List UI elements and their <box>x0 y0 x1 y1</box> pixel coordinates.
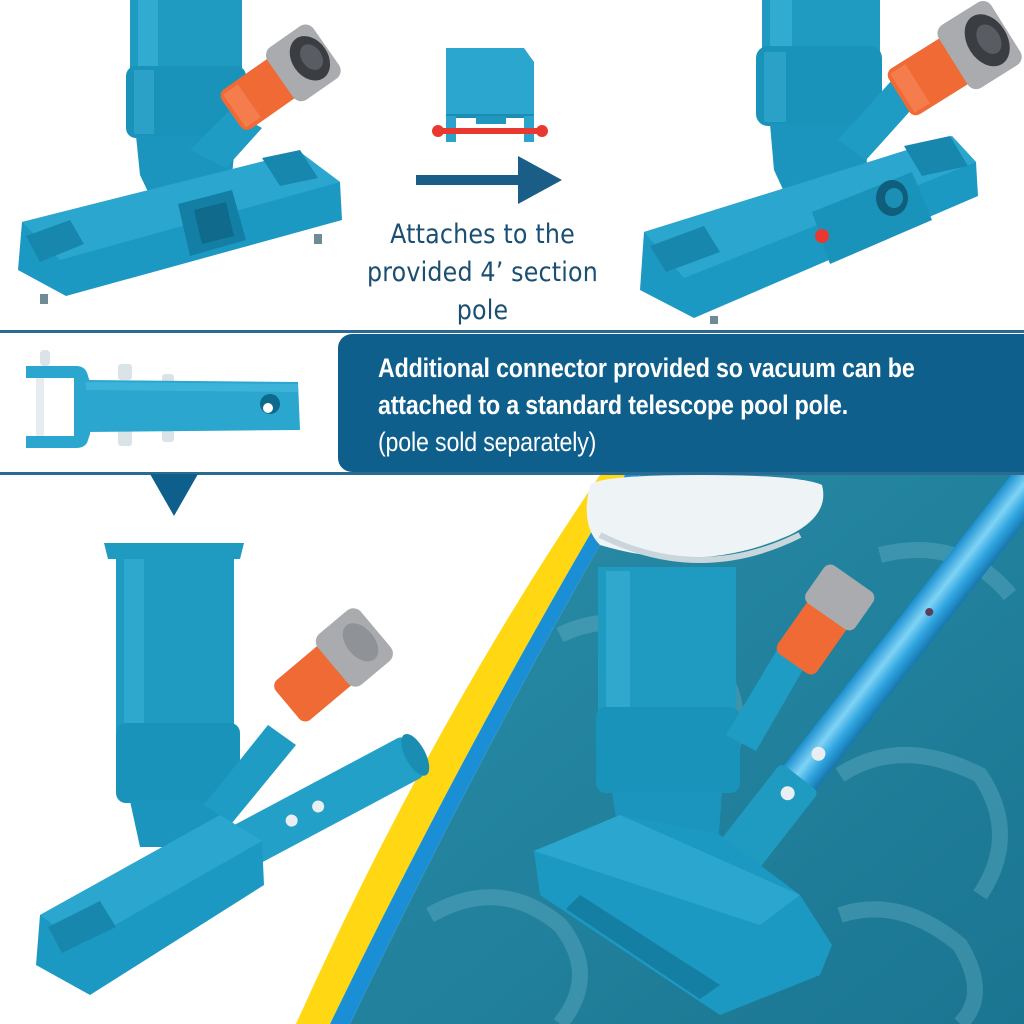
pole-clip-adapter-image <box>432 48 548 142</box>
banner-line-1: Additional connector provided so vacuum … <box>378 353 915 383</box>
caption-line-1: Attaches to the <box>390 219 575 250</box>
caption-line-2: provided 4’ section pole <box>366 257 598 326</box>
down-triangle-icon <box>150 474 198 516</box>
top-section: Attaches to the provided 4’ section pole <box>0 0 1024 332</box>
vacuum-in-pool-image <box>534 475 1024 1015</box>
pole-connector-image <box>26 350 300 448</box>
pool-water-background <box>0 475 1024 1024</box>
bottom-section <box>0 475 1024 1024</box>
info-banner: Additional connector provided so vacuum … <box>338 334 1024 472</box>
divider-top <box>0 330 1024 333</box>
banner-line-2: attached to a standard telescope pool po… <box>378 390 849 420</box>
vacuum-with-adapter-image <box>36 543 430 995</box>
banner-line-3: (pole sold separately) <box>378 427 597 457</box>
attach-caption: Attaches to the provided 4’ section pole <box>348 216 616 330</box>
vacuum-head-square-socket-image <box>18 0 342 304</box>
connector-panel <box>0 334 338 472</box>
right-arrow-icon <box>416 156 562 204</box>
vacuum-head-round-socket-image <box>640 0 1022 324</box>
divider-bottom <box>0 472 1024 475</box>
